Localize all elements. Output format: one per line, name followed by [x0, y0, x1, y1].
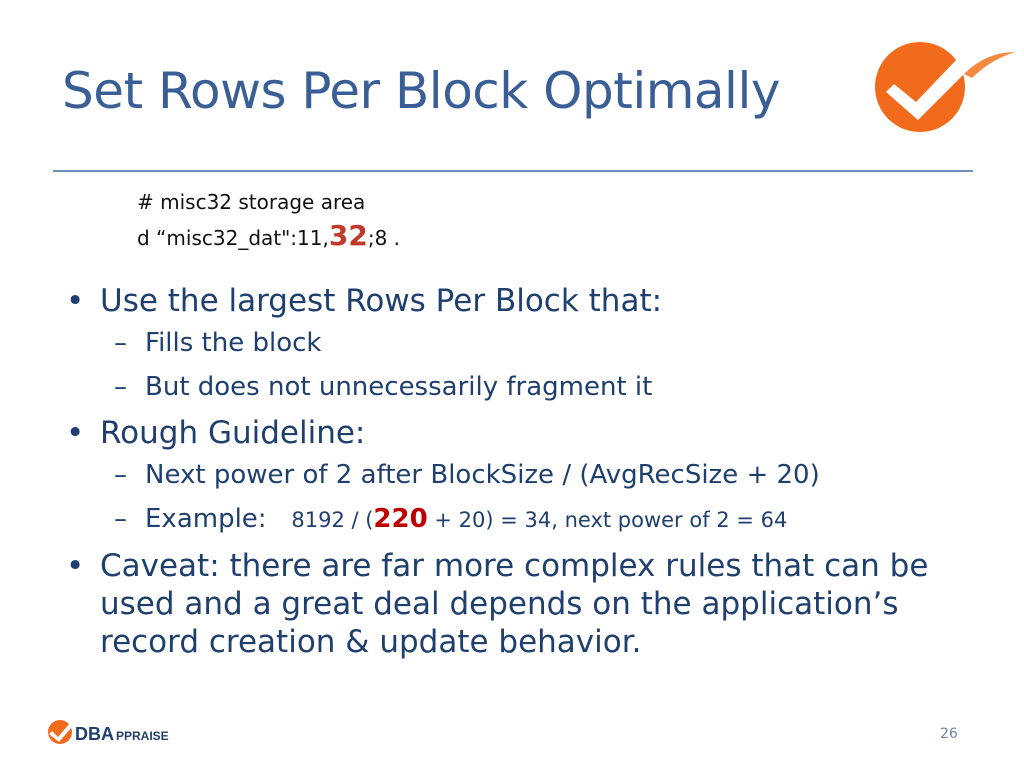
bullet-dot: • — [66, 548, 85, 584]
bullet-dot: • — [66, 415, 85, 451]
code-suffix: ;8 . — [367, 226, 401, 250]
sub-bullet-dash: – — [114, 372, 127, 402]
page-number: 26 — [940, 726, 958, 742]
bullet-item: • Use the largest Rows Per Block that: — [60, 282, 1000, 320]
code-line-definition: d “misc32_dat":11,32;8 . — [137, 219, 400, 255]
example-label: Example: — [145, 504, 267, 534]
example-suffix: + 20) = 34, next power of 2 = 64 — [427, 508, 788, 532]
footer-brand-appraise: PPRAISE — [116, 729, 169, 743]
bullet-dot: • — [66, 283, 85, 319]
sub-bullet-dash: – — [114, 504, 127, 534]
sub-bullet-item: – Next power of 2 after BlockSize / (Avg… — [60, 458, 1000, 492]
sub-bullet-item: – Fills the block — [60, 326, 1000, 360]
title-divider — [53, 170, 973, 172]
code-highlight-value: 32 — [328, 219, 368, 252]
dbappraise-logo: DBA PPRAISE — [48, 719, 169, 744]
storage-area-code: # misc32 storage area d “misc32_dat":11,… — [137, 186, 400, 255]
slide-title: Set Rows Per Block Optimally — [62, 62, 780, 120]
footer-brand-dba: DBA — [75, 724, 114, 744]
sub-bullet-item: – But does not unnecessarily fragment it — [60, 370, 1000, 404]
bullet-text: Caveat: there are far more complex rules… — [100, 548, 929, 660]
sub-bullet-text: Fills the block — [145, 328, 322, 358]
bullet-item: • Caveat: there are far more complex rul… — [60, 547, 1000, 661]
sub-bullet-dash: – — [114, 460, 127, 490]
bullet-list: • Use the largest Rows Per Block that: –… — [60, 282, 1000, 667]
sub-bullet-text: But does not unnecessarily fragment it — [145, 372, 653, 402]
code-prefix: d “misc32_dat":11, — [137, 226, 329, 250]
bullet-text: Use the largest Rows Per Block that: — [100, 283, 663, 319]
bullet-text: Rough Guideline: — [100, 415, 366, 451]
checkmark-logo-icon — [875, 42, 1015, 132]
example-prefix: 8192 / ( — [291, 508, 374, 532]
example-highlight-value: 220 — [373, 504, 428, 534]
sub-bullet-dash: – — [114, 328, 127, 358]
bullet-item: • Rough Guideline: — [60, 414, 1000, 452]
code-line-comment: # misc32 storage area — [137, 190, 366, 214]
footer-check-icon — [49, 719, 86, 742]
sub-bullet-text: Next power of 2 after BlockSize / (AvgRe… — [145, 460, 820, 490]
sub-bullet-example: – Example: 8192 / (220 + 20) = 34, next … — [60, 502, 1000, 537]
